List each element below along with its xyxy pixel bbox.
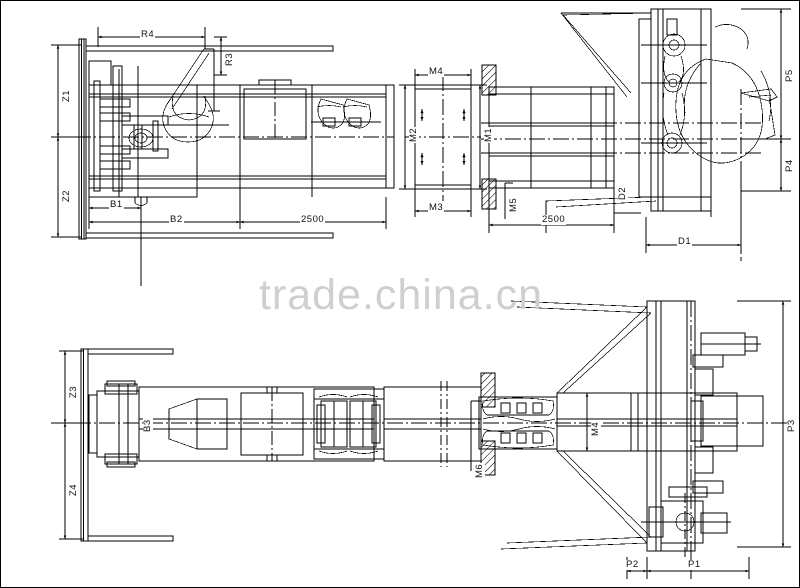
dimensions-top-left [51,27,387,238]
view-bottom [51,300,791,569]
dimensions-top-right [488,8,791,253]
dimension-label-m6: M6 [474,462,485,479]
dimension-label-r3: R3 [224,51,235,67]
dimension-label-b3: B3 [142,418,153,433]
dimension-label-d2: D2 [617,185,628,201]
dimension-label-m2: M2 [408,126,419,143]
dimension-label-m5: M5 [508,196,519,213]
dimension-label-r4: R4 [140,29,156,40]
dimension-label-p5: P5 [784,68,795,83]
dimension-label-2500-right: 2500 [541,214,567,225]
dimension-label-z1: Z1 [61,88,72,103]
dimension-label-m3: M3 [428,202,445,213]
dimension-label-b1: B1 [109,199,124,210]
dimension-label-z2: Z2 [61,188,72,203]
view-top-right [481,8,791,261]
dimension-label-2500-left: 2500 [300,214,326,225]
dimension-label-z3: Z3 [68,384,79,399]
dimension-label-p4: P4 [784,158,795,173]
dimension-label-m4: M4 [428,66,445,77]
dimension-label-m4-plan: M4 [590,420,601,437]
dimension-label-p3: P3 [786,418,797,433]
dimension-label-p2: P2 [625,559,640,570]
dimensions-bottom [59,300,791,579]
dimension-label-m1: M1 [483,126,494,143]
dimension-label-p1: P1 [687,559,702,570]
view-top-left [51,38,395,286]
dimension-label-b2: B2 [169,214,184,225]
dimension-label-d1: D1 [677,236,693,247]
dimension-label-z4: Z4 [68,482,79,497]
